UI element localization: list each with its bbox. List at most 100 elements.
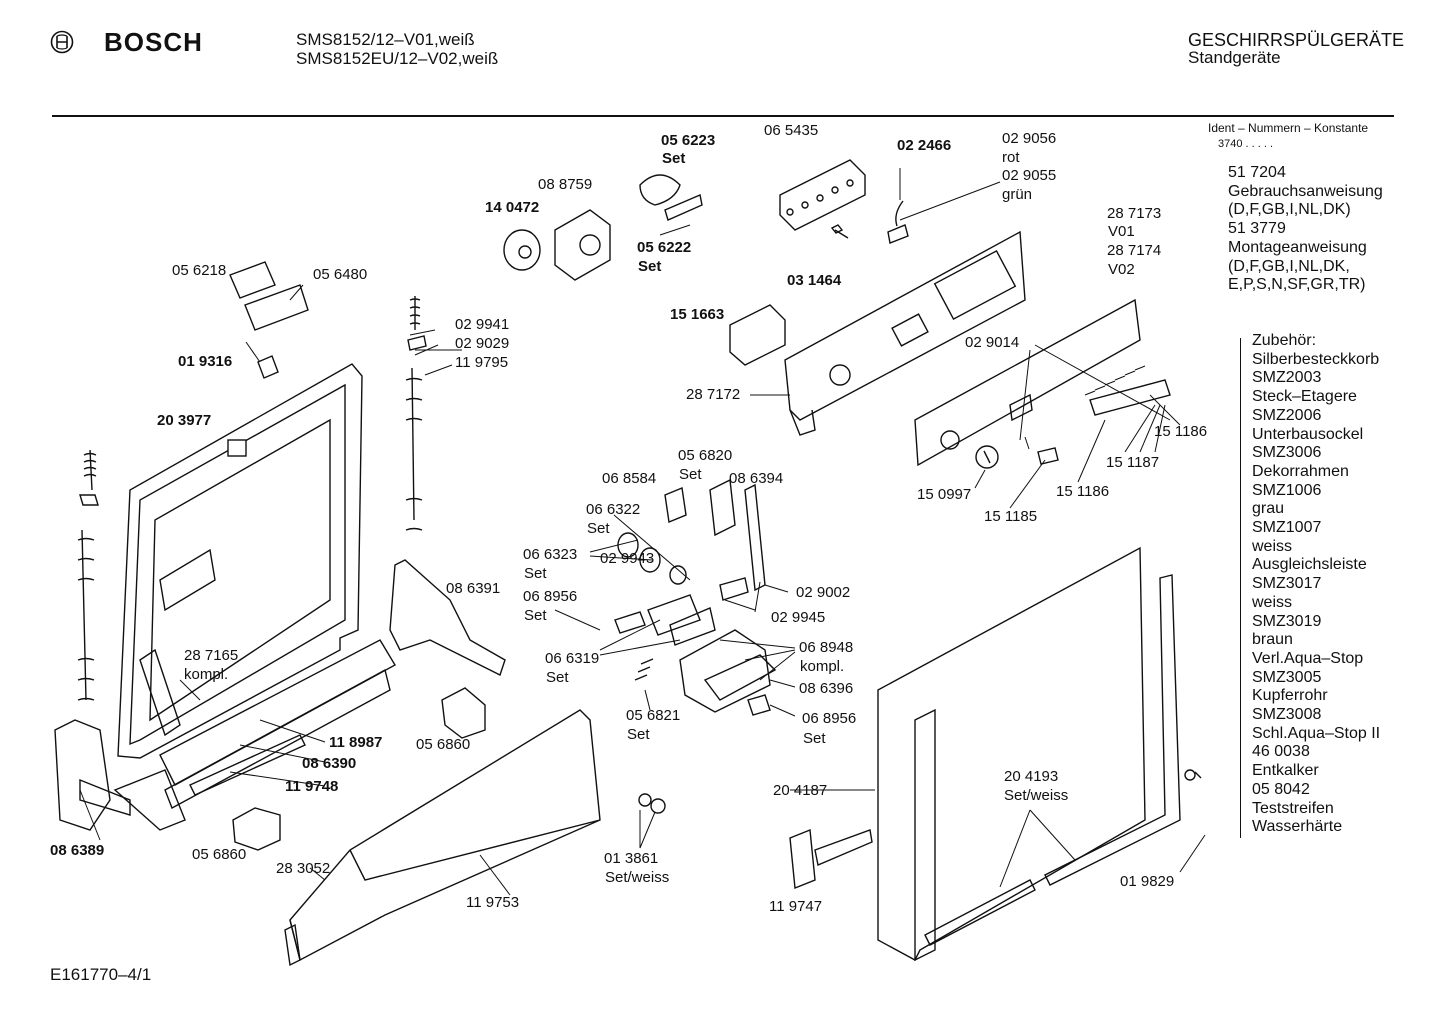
list-item: SMZ3005 — [1252, 668, 1322, 686]
part-label: 11 9753 — [466, 894, 520, 911]
part-label: 01 3861 — [604, 850, 659, 867]
ident-title: Ident – Nummern – Konstante — [1208, 121, 1369, 135]
list-item: Zubehör: — [1252, 332, 1317, 349]
rail-283052-part — [284, 923, 301, 967]
list-item: SMZ3008 — [1252, 706, 1322, 724]
list-item: Ausgleichsleiste — [1252, 556, 1367, 574]
terminal-block-part — [779, 159, 866, 231]
part-label: 05 6222 — [637, 239, 692, 256]
part-label: 06 6319 — [545, 650, 600, 667]
hinge-bracket-part — [389, 559, 506, 676]
fascia-part — [914, 298, 1141, 467]
ident-value: 3740 . . . . . — [1218, 138, 1274, 150]
part-label: Set — [627, 726, 650, 743]
list-item: grau — [1252, 500, 1285, 518]
list-item: Montageanweisung — [1228, 238, 1367, 256]
category-subtitle: Standgeräte — [1188, 48, 1281, 67]
list-item: Gebrauchsanweisung — [1228, 182, 1383, 200]
button-keys-part — [1037, 379, 1171, 465]
lock-bracket-part — [229, 261, 309, 331]
programmer-part — [554, 209, 611, 281]
part-label: 05 6821 — [626, 707, 681, 724]
part-label: 11 9748 — [285, 778, 339, 795]
part-label: V02 — [1108, 261, 1135, 278]
list-item: E,P,S,N,SF,GR,TR) — [1228, 276, 1366, 294]
documents-list: 51 7204 Gebrauchsanweisung (D,F,GB,I,NL,… — [1228, 164, 1383, 295]
part-label: 28 7174 — [1107, 242, 1162, 259]
part-label: 28 7165 — [184, 647, 239, 664]
list-item: Dekorrahmen — [1252, 462, 1349, 480]
part-label: 06 8584 — [602, 470, 657, 487]
list-item: (D,F,GB,I,NL,DK, — [1228, 257, 1350, 275]
door-frame-part — [117, 363, 363, 759]
part-label: 15 1663 — [670, 306, 725, 323]
control-panel-part — [784, 230, 1026, 436]
list-item: 05 8042 — [1252, 780, 1310, 798]
part-label: 02 9943 — [600, 550, 655, 567]
outer-door-panel-part — [877, 546, 1146, 962]
list-item: SMZ2006 — [1252, 406, 1322, 424]
part-label: 02 9014 — [965, 334, 1020, 351]
list-item: 46 0038 — [1252, 743, 1310, 761]
clip-set-part — [639, 174, 703, 221]
part-label: 02 9002 — [796, 584, 851, 601]
screw-019829-part — [1184, 769, 1202, 781]
knob-part — [975, 445, 999, 469]
spring-left-part — [54, 449, 131, 831]
part-label: Set — [587, 520, 610, 537]
part-label: Set — [524, 607, 547, 624]
list-item: Wasserhärte — [1252, 818, 1343, 836]
part-label: 06 8948 — [799, 639, 854, 656]
part-label: 11 9795 — [455, 354, 509, 371]
list-item: Kupferrohr — [1252, 687, 1328, 705]
part-label: 08 6394 — [729, 470, 784, 487]
part-label: Set — [662, 150, 686, 167]
part-label: Set — [679, 466, 702, 483]
part-label: 06 8956 — [523, 588, 578, 605]
list-item: SMZ3019 — [1252, 612, 1322, 630]
list-item: SMZ2003 — [1252, 369, 1322, 387]
part-label: 14 0472 — [485, 199, 540, 216]
list-item: braun — [1252, 631, 1293, 649]
list-item: weiss — [1252, 593, 1293, 611]
screw-part — [638, 793, 666, 814]
part-label: 20 4187 — [773, 782, 828, 799]
part-label: Set — [546, 669, 569, 686]
part-label: 05 6480 — [313, 266, 368, 283]
clip-019316-part — [257, 355, 279, 379]
part-label: 20 3977 — [157, 412, 212, 429]
part-label: 02 9945 — [771, 609, 826, 626]
part-label: 08 6396 — [799, 680, 854, 697]
part-label: 11 9747 — [769, 898, 823, 915]
accessories-bracket — [1240, 338, 1241, 838]
part-label: 02 2466 — [897, 137, 952, 154]
foot-block-part — [232, 687, 486, 851]
part-label: Set — [803, 730, 826, 747]
door-lock-assembly-part — [614, 478, 777, 716]
part-label: 15 1187 — [1106, 454, 1160, 471]
bottom-rail-part — [113, 639, 396, 831]
brand-name: BOSCH — [104, 27, 203, 57]
indicator-lamp-part — [887, 200, 909, 244]
part-label: Set/weiss — [1004, 787, 1069, 804]
part-label: 06 5435 — [764, 122, 819, 139]
trim-strip-part — [924, 574, 1181, 946]
drawing-id: E161770–4/1 — [50, 965, 152, 984]
part-label: kompl. — [800, 658, 845, 675]
list-item: Entkalker — [1252, 762, 1319, 780]
button-springs-part — [1024, 365, 1146, 450]
part-label: 05 6218 — [172, 262, 227, 279]
part-label: rot — [1002, 149, 1020, 166]
list-item: Steck–Etagere — [1252, 388, 1357, 406]
list-item: weiss — [1252, 537, 1293, 555]
list-item: SMZ3017 — [1252, 575, 1322, 593]
spring-right-part — [405, 296, 427, 531]
list-item: Silberbesteckkorb — [1252, 350, 1380, 368]
part-label: grün — [1002, 186, 1033, 203]
model-line-2: SMS8152EU/12–V02,weiß — [296, 49, 499, 68]
part-label: 02 9941 — [455, 316, 510, 333]
part-label: 02 9056 — [1002, 130, 1057, 147]
header-divider — [52, 115, 1394, 117]
list-item: SMZ3006 — [1252, 444, 1322, 462]
